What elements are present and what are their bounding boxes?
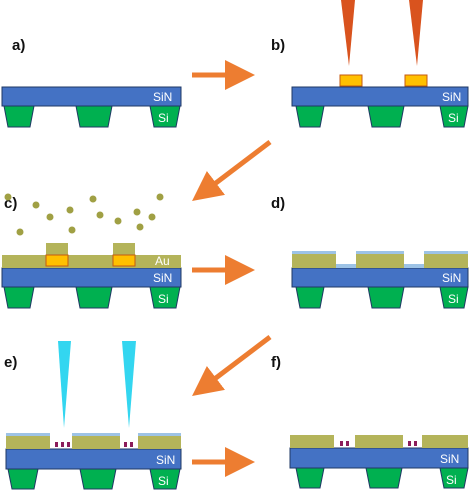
au-block-2 [72,436,120,449]
sin-label: SiN [153,271,172,285]
tip-2 [409,0,423,66]
pad-2 [404,74,428,87]
si-support-2 [79,468,117,490]
panel-b: b) SiN Si [271,0,469,128]
au-on-pad-2 [113,243,135,255]
resist-gap-2 [404,264,424,268]
si-label: Si [448,111,459,125]
panel-f-label: f) [271,354,281,371]
sin-membrane [291,86,469,107]
pad-1 [45,254,69,267]
panel-e-label: e) [4,354,17,371]
au-label: Au [155,254,170,268]
si-support-1 [295,467,325,489]
resist-layer-2 [356,251,404,254]
au-block-2 [355,435,403,448]
si-label: Si [158,292,169,306]
resist-layer-3 [424,251,468,254]
panel-d: d) SiN Si [271,195,469,309]
arrow-b-to-c [192,140,272,202]
si-support-1 [3,286,35,309]
panel-a: a) SiN Si [1,37,182,128]
deposited-particles-2 [408,441,417,446]
panel-b-label: b) [271,37,285,54]
resist-layer-3 [138,433,181,436]
si-label: Si [448,292,459,306]
si-label: Si [158,111,169,125]
resist-layer-1 [6,433,50,436]
si-support-2 [367,286,405,309]
sin-membrane [5,448,182,470]
sin-membrane [1,86,182,107]
resist-layer-2 [72,433,120,436]
au-block-3 [138,436,181,449]
sin-label: SiN [440,452,459,466]
tip-1 [58,341,71,428]
si-support-2 [75,105,113,128]
au-block-1 [290,435,334,448]
panel-f: f) SiN Si [271,354,469,489]
si-support-2 [367,105,405,128]
si-support-1 [7,468,39,490]
si-support-2 [75,286,113,309]
au-block-2 [356,254,404,268]
au-block-1 [292,254,336,268]
resist-layer-1 [292,251,336,254]
resist-gap-1 [336,264,356,268]
au-block-1 [6,436,50,449]
evaporated-gold-particles [4,193,164,236]
arrow-d-to-e [192,335,272,397]
au-block-3 [424,254,468,268]
si-support-1 [3,105,35,128]
tip-2 [122,341,136,428]
si-support-2 [365,467,403,489]
sin-label: SiN [442,271,461,285]
si-label: Si [158,474,169,488]
panel-c: c) Au SiN Si [1,193,182,309]
sin-label: SiN [442,90,461,104]
panel-a-label: a) [12,37,25,54]
panel-e: e) SiN Si [4,341,182,490]
si-support-1 [295,105,325,128]
panel-d-label: d) [271,195,285,212]
tip-1 [341,0,355,66]
sin-label: SiN [153,90,172,104]
deposited-particles-1 [55,442,70,447]
pad-2 [112,254,136,267]
au-block-3 [422,435,468,448]
sin-label: SiN [156,453,175,467]
pad-1 [339,74,363,87]
au-on-pad-1 [46,243,68,255]
si-support-1 [295,286,325,309]
deposited-particles-1 [340,441,349,446]
si-label: Si [446,473,457,487]
deposited-particles-2 [124,442,133,447]
